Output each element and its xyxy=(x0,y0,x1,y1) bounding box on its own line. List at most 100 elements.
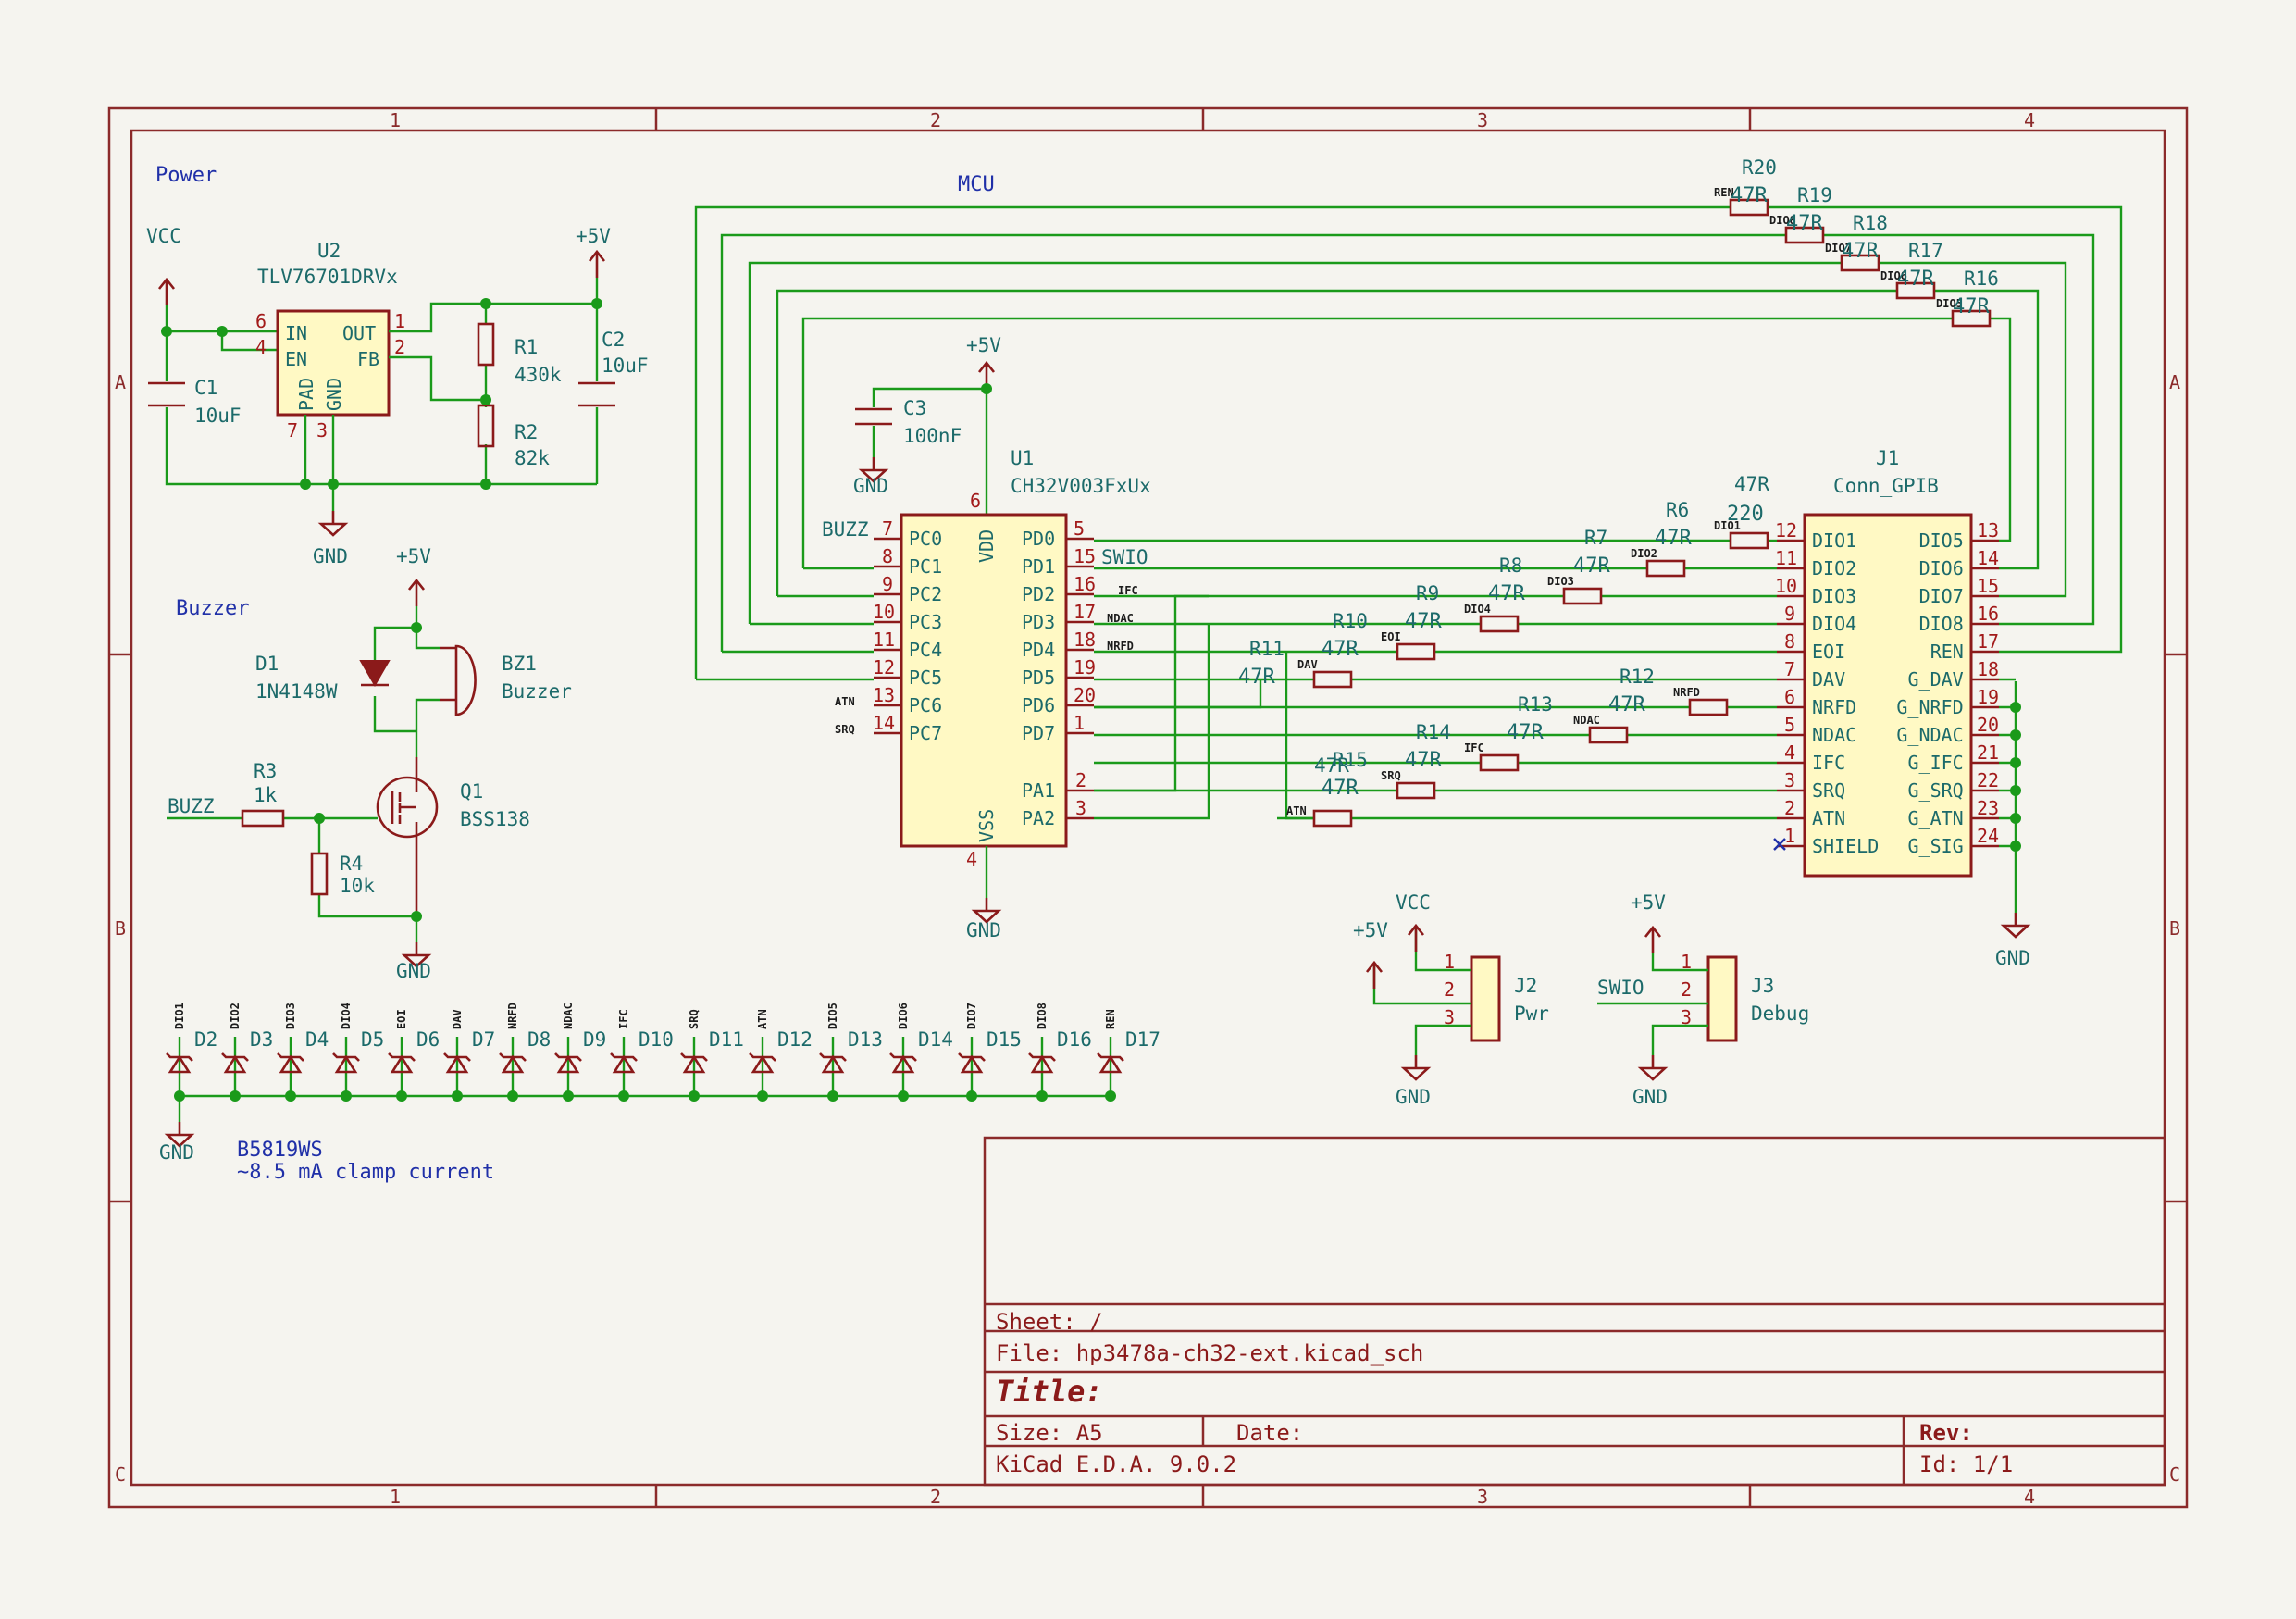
r10-resistor xyxy=(1396,642,1436,661)
j1-pinnum-5: 5 xyxy=(1784,714,1795,736)
title-block: Sheet: / File: hp3478a-ch32-ext.kicad_sc… xyxy=(983,1136,2166,1487)
r9-ref: R9 xyxy=(1416,582,1439,604)
frame-row-a-left: A xyxy=(115,371,126,393)
srq-label-mcu: SRQ xyxy=(835,723,855,736)
title-block-title: Title: xyxy=(996,1374,1103,1409)
frame-row-b-left: B xyxy=(115,917,126,940)
u2-pinnum-in: 6 xyxy=(255,310,267,332)
r3-value: 1k xyxy=(254,784,278,806)
u1-ref: U1 xyxy=(1011,447,1034,469)
r20-value: 47R xyxy=(1731,184,1768,207)
note-buzzer: Buzzer xyxy=(176,597,249,620)
u1-pin-pc7: PC7 xyxy=(909,722,942,744)
c2-value: 10uF xyxy=(602,355,649,377)
d12-diode xyxy=(751,1054,775,1074)
j3-ref: J3 xyxy=(1751,975,1774,997)
u1-pinnum-3: 3 xyxy=(1075,797,1086,819)
u1-pinnum-1: 1 xyxy=(1074,712,1085,734)
u1-pin-pc5: PC5 xyxy=(909,666,942,689)
d3-net-label: DIO2 xyxy=(229,1003,242,1029)
r8-ref: R8 xyxy=(1499,554,1522,577)
u1-pin-pd0: PD0 xyxy=(1022,528,1055,550)
d16-diode xyxy=(1030,1054,1054,1074)
d9-ref: D9 xyxy=(583,1028,606,1051)
u1-pin-pc1: PC1 xyxy=(909,555,942,578)
j1-pinnum-13: 13 xyxy=(1977,519,1999,542)
u1-value: CH32V003FxUx xyxy=(1011,475,1151,497)
r6-value: 47R xyxy=(1655,527,1692,550)
d14-net-label: DIO6 xyxy=(897,1003,910,1029)
d9-net-label: NDAC xyxy=(562,1003,575,1029)
nrfd-label-mcu: NRFD xyxy=(1107,640,1134,653)
r7-ref: R7 xyxy=(1584,527,1607,549)
r2-ref: R2 xyxy=(515,421,538,443)
clamp-diode-row: GND DIO1D2DIO2D3DIO3D4DIO4D5EOID6DAVD7NR… xyxy=(159,1003,1160,1164)
r15-value: 47R xyxy=(1322,777,1359,800)
j2-ref: J2 xyxy=(1514,975,1537,997)
u2-pinnum-pad: 7 xyxy=(287,419,298,442)
buzz-label-buzzer: BUZZ xyxy=(168,795,215,817)
ndac-label-mcu: NDAC xyxy=(1107,612,1134,625)
bz1-ref: BZ1 xyxy=(502,653,537,675)
u1-pinnum-5: 5 xyxy=(1074,517,1085,540)
r19-net-label: DIO8 xyxy=(1769,214,1796,227)
r14-net-label: IFC xyxy=(1464,741,1484,754)
j2-vcc-label: VCC xyxy=(1396,891,1431,914)
r16-net-label: DIO5 xyxy=(1936,297,1963,310)
j1-pinnum-10: 10 xyxy=(1775,575,1797,597)
title-block-tool: KiCad E.D.A. 9.0.2 xyxy=(996,1451,1236,1477)
r15-ref: R15 xyxy=(1333,749,1368,771)
r13-value: 47R xyxy=(1507,721,1544,744)
u1-pinnum-17: 17 xyxy=(1074,601,1096,623)
r18-ref: R18 xyxy=(1853,212,1888,234)
title-block-sheet: Sheet: / xyxy=(996,1309,1103,1335)
j1-pinnum-16: 16 xyxy=(1977,603,1999,625)
u1-pin-pd1: PD1 xyxy=(1022,555,1055,578)
u1-pin-pd7: PD7 xyxy=(1022,722,1055,744)
j1-pinnum-3: 3 xyxy=(1784,769,1795,791)
u1-pin-pa2: PA2 xyxy=(1022,807,1055,829)
title-block-date: Date: xyxy=(1236,1420,1303,1446)
u2-pin-in: IN xyxy=(285,322,307,344)
buzz-label-mcu: BUZZ xyxy=(822,518,869,541)
c1-ref: C1 xyxy=(194,377,217,399)
r6-resistor xyxy=(1729,531,1769,550)
buzzer-section: +5V D1 1N4148W BZ1 Buzzer Q1 BSS138 BUZZ… xyxy=(167,545,572,982)
d8-diode xyxy=(501,1054,525,1074)
d6-ref: D6 xyxy=(416,1028,440,1051)
j1-pinnum-19: 19 xyxy=(1977,686,1999,708)
c1-value: 10uF xyxy=(194,405,242,427)
u1-pin-vss: VSS xyxy=(975,809,998,842)
r17-ref: R17 xyxy=(1908,240,1943,262)
frame-row-c-left: C xyxy=(115,1463,126,1486)
j1-value: Conn_GPIB xyxy=(1833,475,1939,497)
r1-ref: R1 xyxy=(515,336,538,358)
j1-pin-dio3: DIO3 xyxy=(1812,585,1856,607)
atn-res-value: 47R xyxy=(1314,754,1349,777)
d10-diode xyxy=(612,1054,636,1074)
j1-body xyxy=(1803,513,1973,878)
j1-pin-shield: SHIELD xyxy=(1812,835,1879,857)
j1-pinnum-12: 12 xyxy=(1775,519,1797,542)
u1-pinnum-11: 11 xyxy=(873,629,895,651)
r15-resistor xyxy=(1396,781,1436,800)
d5-net-label: DIO4 xyxy=(340,1003,353,1029)
u1-pinnum-13: 13 xyxy=(873,684,895,706)
note-clamp-current: ~8.5 mA clamp current xyxy=(237,1161,494,1184)
u2-pinnum-out: 1 xyxy=(394,310,405,332)
u1-pin-pd4: PD4 xyxy=(1022,639,1055,661)
j1-pinnum-1: 1 xyxy=(1784,825,1795,847)
r12-net-label: NRFD xyxy=(1673,686,1700,699)
j1-pinnum-14: 14 xyxy=(1977,547,1999,569)
frame-row-c-right: C xyxy=(2169,1463,2180,1486)
connector-section: J2 Pwr 1 2 3 VCC +5V GND J3 Debug 1 2 3 … xyxy=(1353,891,1809,1108)
frame-col-1-bottom: 1 xyxy=(390,1486,401,1508)
u1-pinnum-14: 14 xyxy=(873,712,895,734)
clamp-diodes: DIO1D2DIO2D3DIO3D4DIO4D5EOID6DAVD7NRFDD8… xyxy=(166,1003,1160,1102)
note-mcu: MCU xyxy=(958,173,995,196)
r20-resistor xyxy=(1729,198,1769,217)
d1-value: 1N4148W xyxy=(255,680,338,703)
title-block-rev: Rev: xyxy=(1919,1420,1973,1446)
r18-resistor xyxy=(1840,254,1880,272)
